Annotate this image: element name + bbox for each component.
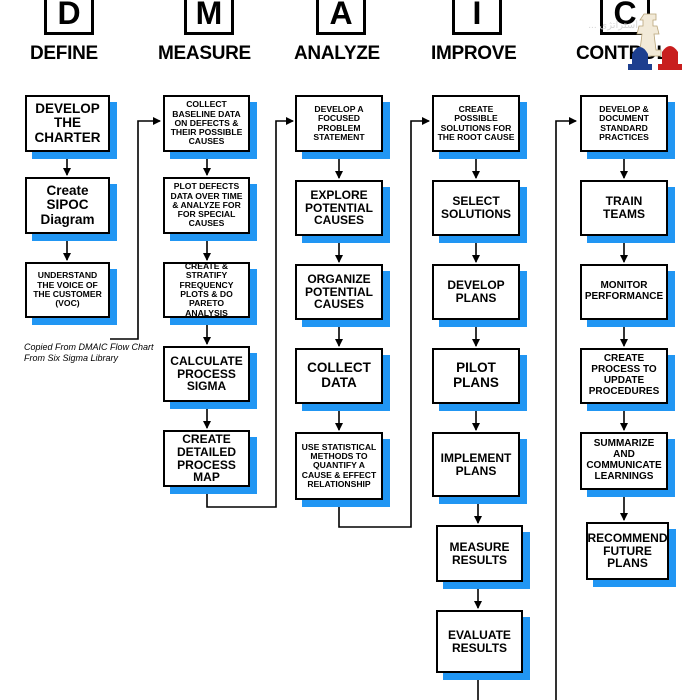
control-box-label: DEVELOP & DOCUMENT STANDARD PRACTICES	[599, 103, 649, 142]
analyze-box-label: USE STATISTICAL METHODS TO QUANTIFY A CA…	[301, 441, 377, 489]
phase-letter-improve: I	[452, 0, 502, 35]
improve-box-pilot-plans: PILOT PLANS	[432, 348, 520, 404]
measure-box-calculate-sigma: CALCULATE PROCESS SIGMA	[163, 346, 250, 402]
improve-box-label: SELECT SOLUTIONS	[440, 194, 511, 221]
arrow-measure-to-analyze	[206, 117, 294, 508]
control-box-label: SUMMARIZE AND COMMUNICATE LEARNINGS	[586, 438, 662, 482]
define-box-label: DEVELOP THE CHARTER	[34, 100, 101, 145]
improve-box-measure-results: MEASURE RESULTS	[436, 525, 523, 582]
improve-box-evaluate-results: EVALUATE RESULTS	[436, 610, 523, 673]
analyze-box-label: ORGANIZE POTENTIAL CAUSES	[305, 271, 373, 312]
arrow-define-to-measure	[110, 117, 161, 340]
measure-box-label: COLLECT BASELINE DATA ON DEFECTS & THEIR…	[170, 99, 243, 147]
improve-box-label: MEASURE RESULTS	[449, 539, 510, 567]
chess-pieces-logo	[628, 13, 682, 70]
define-box-label: UNDERSTAND THE VOICE OF THE CUSTOMER (VO…	[33, 270, 102, 309]
analyze-box-statistical-methods: USE STATISTICAL METHODS TO QUANTIFY A CA…	[295, 432, 383, 500]
phase-letter-measure: M	[184, 0, 234, 35]
improve-box-label: EVALUATE RESULTS	[448, 627, 511, 655]
measure-box-process-map: CREATE DETAILED PROCESS MAP	[163, 430, 250, 487]
control-box-monitor-performance: MONITOR PERFORMANCE	[580, 264, 668, 320]
watermark-text: استراتژی ...	[588, 20, 638, 31]
phase-title-improve: IMPROVE	[431, 43, 517, 64]
phase-title-measure: MEASURE	[158, 43, 251, 64]
control-box-label: MONITOR PERFORMANCE	[584, 280, 664, 302]
measure-box-label: CREATE & STRATIFY FREQUENCY PLOTS & DO P…	[179, 261, 234, 318]
analyze-box-organize-causes: ORGANIZE POTENTIAL CAUSES	[295, 264, 383, 320]
improve-box-label: DEVELOP PLANS	[447, 278, 505, 305]
control-box-label: CREATE PROCESS TO UPDATE PROCEDURES	[588, 353, 660, 397]
control-box-update-procedures: CREATE PROCESS TO UPDATE PROCEDURES	[580, 348, 668, 404]
measure-box-label: CALCULATE PROCESS SIGMA	[170, 353, 243, 394]
measure-box-frequency-plots: CREATE & STRATIFY FREQUENCY PLOTS & DO P…	[163, 262, 250, 318]
control-box-label: RECOMMEND FUTURE PLANS	[587, 530, 668, 571]
control-box-label: TRAIN TEAMS	[603, 194, 645, 221]
phase-letter-define: D	[44, 0, 94, 35]
analyze-box-explore-causes: EXPLORE POTENTIAL CAUSES	[295, 180, 383, 236]
analyze-box-problem-statement: DEVELOP A FOCUSED PROBLEM STATEMENT	[295, 95, 383, 152]
phase-letter-analyze: A	[316, 0, 366, 35]
define-box-develop-charter: DEVELOP THE CHARTER	[25, 95, 110, 152]
improve-box-label: IMPLEMENT PLANS	[440, 450, 512, 478]
improve-box-select-solutions: SELECT SOLUTIONS	[432, 180, 520, 236]
improve-box-possible-solutions: CREATE POSSIBLE SOLUTIONS FOR THE ROOT C…	[432, 95, 520, 152]
improve-box-label: PILOT PLANS	[453, 360, 499, 390]
measure-box-collect-baseline: COLLECT BASELINE DATA ON DEFECTS & THEIR…	[163, 95, 250, 152]
analyze-box-label: DEVELOP A FOCUSED PROBLEM STATEMENT	[313, 103, 365, 142]
control-box-future-plans: RECOMMEND FUTURE PLANS	[586, 522, 669, 580]
define-box-voice-of-customer: UNDERSTAND THE VOICE OF THE CUSTOMER (VO…	[25, 262, 110, 318]
control-box-train-teams: TRAIN TEAMS	[580, 180, 668, 236]
arrow-analyze-to-improve	[338, 117, 430, 528]
control-box-communicate-learnings: SUMMARIZE AND COMMUNICATE LEARNINGS	[580, 432, 668, 490]
phase-title-define: DEFINE	[30, 43, 98, 64]
analyze-box-label: COLLECT DATA	[307, 360, 371, 390]
measure-box-label: PLOT DEFECTS DATA OVER TIME & ANALYZE FO…	[170, 181, 243, 229]
measure-box-plot-defects: PLOT DEFECTS DATA OVER TIME & ANALYZE FO…	[163, 177, 250, 234]
improve-box-label: CREATE POSSIBLE SOLUTIONS FOR THE ROOT C…	[437, 103, 515, 142]
phase-title-analyze: ANALYZE	[294, 43, 380, 64]
improve-box-implement-plans: IMPLEMENT PLANS	[432, 432, 520, 497]
define-box-create-sipoc: Create SIPOC Diagram	[25, 177, 110, 234]
improve-box-develop-plans: DEVELOP PLANS	[432, 264, 520, 320]
measure-box-label: CREATE DETAILED PROCESS MAP	[176, 431, 237, 485]
control-box-standard-practices: DEVELOP & DOCUMENT STANDARD PRACTICES	[580, 95, 668, 152]
analyze-box-collect-data: COLLECT DATA	[295, 348, 383, 404]
source-note: Copied From DMAIC Flow Chart From Six Si…	[24, 342, 154, 363]
analyze-box-label: EXPLORE POTENTIAL CAUSES	[305, 187, 373, 228]
define-box-label: Create SIPOC Diagram	[40, 182, 95, 227]
arrow-improve-to-control	[555, 117, 577, 700]
